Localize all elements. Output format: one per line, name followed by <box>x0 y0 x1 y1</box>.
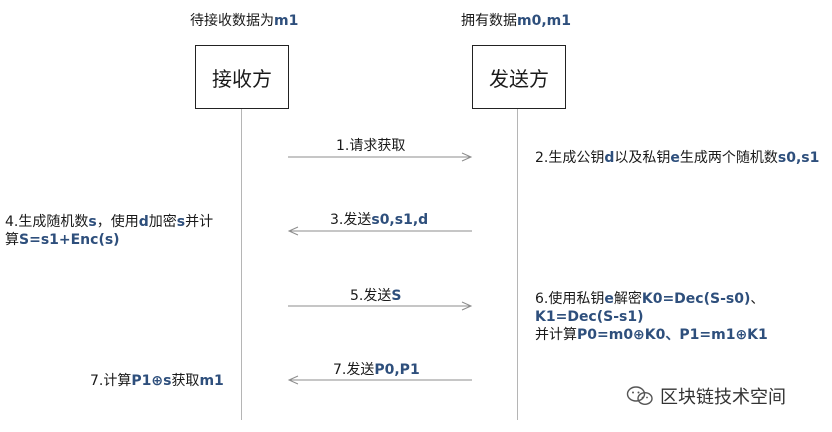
receiver-header: 待接收数据为m1 <box>190 13 299 29</box>
sender-lifeline <box>517 108 518 420</box>
arrowhead-5 <box>461 301 473 311</box>
message-1-label: 1.请求获取 <box>336 138 406 154</box>
watermark-text: 区块链技术空间 <box>660 387 786 408</box>
step4-note: 4.生成随机数s，使用d加密s并计 算S=s1+Enc(s) <box>5 213 213 249</box>
wechat-icon <box>626 386 653 406</box>
arrowhead-3 <box>287 226 299 236</box>
arrowhead-7 <box>287 375 299 385</box>
step4-line2: 算S=s1+Enc(s) <box>5 232 120 248</box>
sender-box: 发送方 <box>472 45 566 109</box>
sender-header: 拥有数据m0,m1 <box>461 13 571 29</box>
step6-line3: 并计算P0=m0⊕K0、P1=m1⊕K1 <box>535 327 768 343</box>
step4-line1: 4.生成随机数s，使用d加密s并计 <box>5 214 214 230</box>
receiver-box: 接收方 <box>195 45 289 109</box>
message-3-label: 3.发送s0,s1,d <box>330 212 429 228</box>
step2-note: 2.生成公钥d以及私钥e生成两个随机数s0,s1 <box>535 150 820 166</box>
step7-note: 7.计算P1⊕s获取m1 <box>90 373 224 389</box>
step6-line1: 6.使用私钥e解密K0=Dec(S-s0)、 <box>535 291 765 307</box>
watermark: 区块链技术空间 <box>626 383 786 409</box>
message-7-label: 7.发送P0,P1 <box>333 362 420 378</box>
step6-line2: K1=Dec(S-s1) <box>535 309 644 325</box>
arrowhead-1 <box>461 152 473 162</box>
step6-note: 6.使用私钥e解密K0=Dec(S-s0)、 K1=Dec(S-s1) 并计算P… <box>535 290 768 344</box>
message-5-label: 5.发送S <box>350 288 402 304</box>
receiver-lifeline <box>241 108 242 420</box>
